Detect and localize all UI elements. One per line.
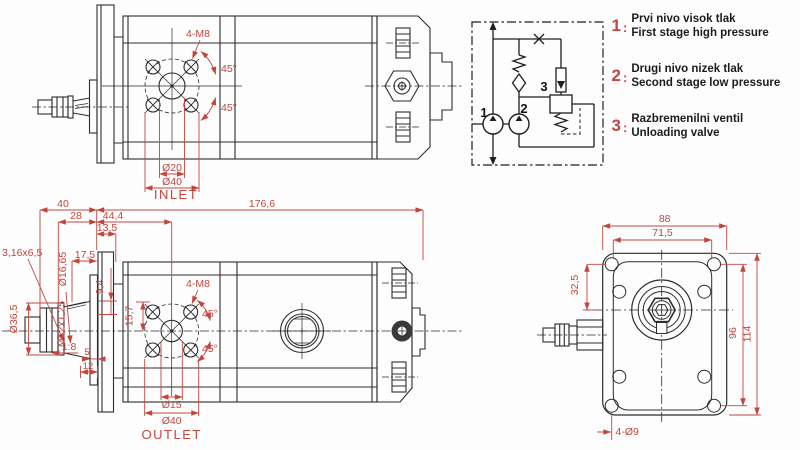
dim-9-4: 9,4 xyxy=(94,280,106,295)
dim-key-size: 3,16x6,5 xyxy=(2,247,42,259)
schematic-boundary xyxy=(471,21,604,166)
legend-text-sl-1: Prvi nivo visok tlak xyxy=(631,13,736,25)
dim-label-bolt-pattern: 4-M8 xyxy=(186,28,210,40)
legend: 1 : Prvi nivo visok tlak First stage hig… xyxy=(608,12,798,162)
legend-item-1: 1 : Prvi nivo visok tlak First stage hig… xyxy=(608,13,769,43)
legend-number-2: 2 xyxy=(611,66,621,85)
return-line xyxy=(518,103,595,148)
schematic-pump1-label: 1 xyxy=(480,105,487,120)
outlet-port xyxy=(144,278,200,396)
legend-text-sl-2: Drugi nivo nizek tlak xyxy=(631,63,744,75)
legend-item-3: 3 : Razbremenilni ventil Unloading valve xyxy=(608,113,744,143)
dim-17-5: 17,5 xyxy=(75,249,96,261)
end-view-body-outline xyxy=(537,250,733,424)
dim-5: 5 xyxy=(84,347,89,358)
legend-text-sl-3: Razbremenilni ventil xyxy=(631,113,744,125)
dim-bolt-spacing-v: 96 xyxy=(727,327,739,339)
legend-number-1: 1 xyxy=(611,16,621,35)
dim-flange-height: 114 xyxy=(742,325,754,342)
dim-angle-upper: 45° xyxy=(202,308,218,320)
pump-body xyxy=(122,15,378,160)
orifice-symbol xyxy=(533,33,545,45)
dim-label-dia-outer: Ø40 xyxy=(162,176,182,188)
legend-text-en-3: Unloading valve xyxy=(631,126,720,139)
dim-flange-width: 88 xyxy=(659,213,671,225)
unloading-valve-symbol xyxy=(549,39,581,135)
outlet-label: OUTLET xyxy=(142,427,202,442)
inlet-label: INLET xyxy=(154,187,198,200)
mounting-flange xyxy=(96,4,115,164)
dim-44-4: 44,4 xyxy=(103,210,124,222)
legend-colon-1: : xyxy=(623,20,628,35)
top-view-body-outline xyxy=(32,4,462,164)
dim-thread: M12x1,25 xyxy=(56,301,68,347)
dim-28: 28 xyxy=(70,210,82,222)
legend-colon-2: : xyxy=(623,70,628,85)
dim-32-5: 32,5 xyxy=(569,275,581,296)
schematic-valve-label: 3 xyxy=(540,79,547,94)
mounting-flange xyxy=(97,251,115,413)
dim-dia-16-65: Ø16,65 xyxy=(57,252,69,287)
keyway xyxy=(656,322,668,334)
dim-taper: 1:8 xyxy=(62,341,77,353)
pump-top-view: 4-M8 45° 45° Ø20 Ø40 INLET xyxy=(32,4,462,200)
dim-label-dia-inner: Ø20 xyxy=(162,162,182,174)
dim-12: 12 xyxy=(83,361,94,372)
schematic-pump2-label: 2 xyxy=(520,101,527,116)
legend-text-en-2: Second stage low pressure xyxy=(631,76,781,89)
dim-angle-lower: 45° xyxy=(202,343,218,355)
second-stage-port xyxy=(273,303,331,359)
dim-dia-36-5: Ø36,5 xyxy=(8,305,20,334)
body-outline xyxy=(612,261,713,411)
mounting-holes xyxy=(604,257,721,413)
front-view-dimension-lines xyxy=(25,207,424,416)
shaft-boss xyxy=(631,279,693,341)
side-fitting xyxy=(537,319,607,351)
hydraulic-schematic: 1 2 3 xyxy=(471,21,604,166)
legend-item-2: 2 : Drugi nivo nizek tlak Second stage l… xyxy=(608,63,781,93)
dim-dia-outer: Ø40 xyxy=(162,415,182,427)
dim-total-length: 176,6 xyxy=(249,198,275,210)
shaft-hub xyxy=(88,79,98,134)
dim-label-angle-lower: 45° xyxy=(221,102,237,114)
flange-outline xyxy=(602,252,728,416)
dim-shaft-length: 40 xyxy=(57,198,69,210)
front-view-body-outline xyxy=(2,251,462,413)
dim-dia-inner: Ø15 xyxy=(162,399,182,411)
check-valve-symbol xyxy=(510,39,528,114)
legend-number-3: 3 xyxy=(611,116,621,135)
end-view-dimension-lines xyxy=(583,223,761,440)
rear-cover xyxy=(365,15,462,160)
dim-label-angle-upper: 45° xyxy=(221,63,237,75)
dim-mount-holes: 4-Ø9 xyxy=(616,426,640,438)
dim-13-5: 13,5 xyxy=(97,222,118,234)
legend-colon-3: : xyxy=(623,120,628,135)
shaft-thread-end xyxy=(24,316,41,344)
flow-arrow-top xyxy=(489,22,497,30)
pump-end-view: 88 71,5 32,5 96 114 4-Ø9 xyxy=(537,213,761,440)
rear-cover xyxy=(376,261,426,403)
inlet-port xyxy=(102,28,242,150)
dim-bolt-pattern: 4-M8 xyxy=(186,278,210,290)
pump-front-view: 176,6 40 28 44,4 13,5 17,5 9,4 3,16x6,5 … xyxy=(2,198,462,442)
legend-text-en-1: First stage high pressure xyxy=(631,26,769,39)
dim-bolt-spacing-h: 71,5 xyxy=(652,227,673,239)
flow-arrow-bottom xyxy=(489,157,497,165)
top-view-dimension-lines xyxy=(144,39,217,192)
dim-15-7: 15,7 xyxy=(124,306,136,327)
pump-2-symbol xyxy=(508,113,530,135)
